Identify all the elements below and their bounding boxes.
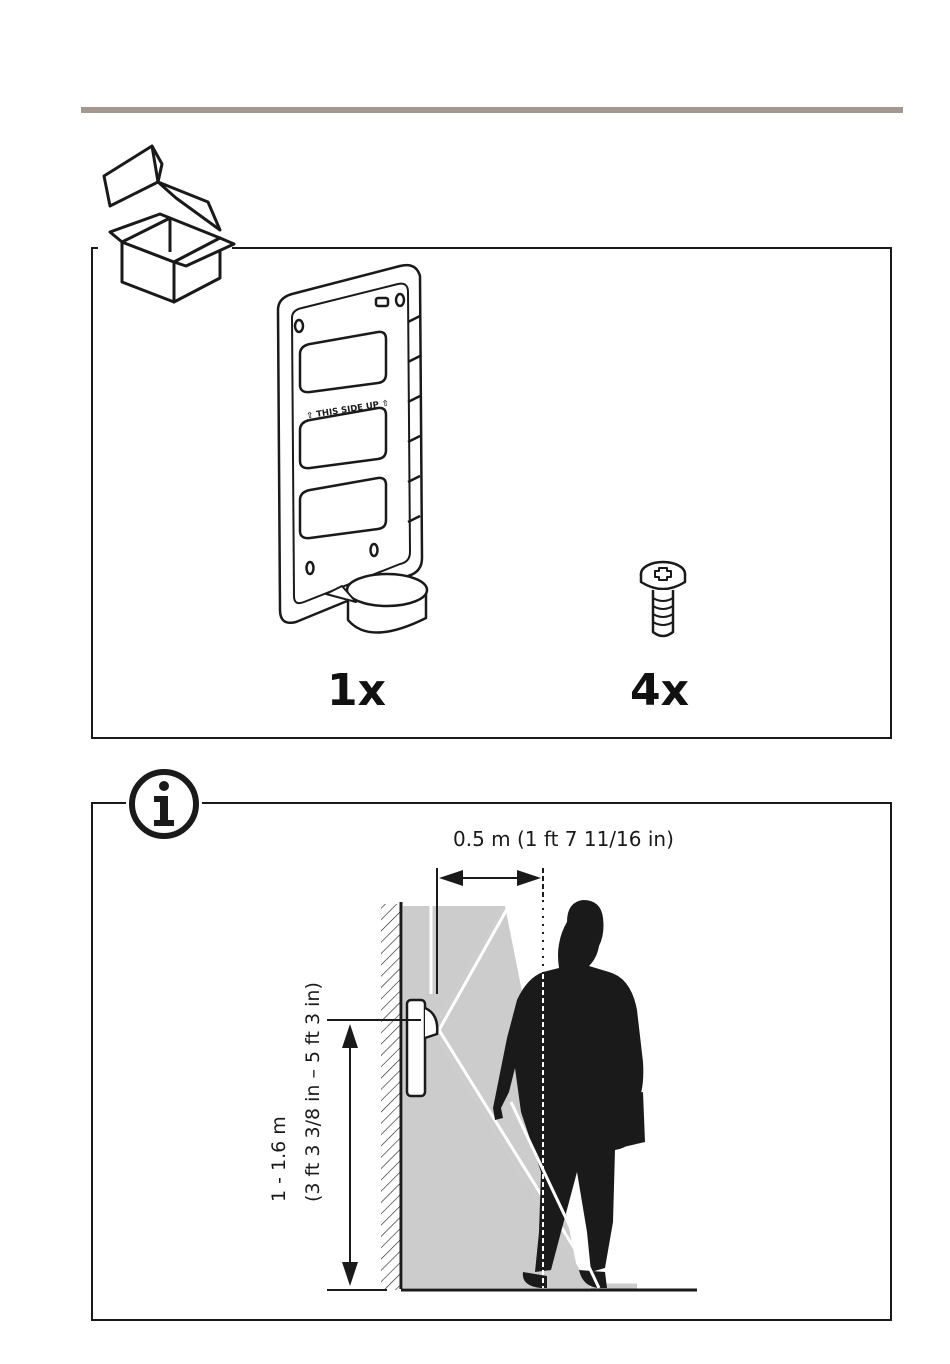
distance-label: 0.5 m (1 ft 7 11/16 in)	[453, 827, 674, 851]
bracket-quantity: 1x	[327, 669, 386, 713]
intercom-device	[407, 1000, 425, 1096]
box-contents-panel: 1x 4x	[91, 247, 892, 739]
header-rule	[81, 107, 903, 113]
screw-illustration	[636, 560, 690, 642]
open-box-icon	[96, 142, 236, 310]
mounting-height-diagram: 0.5 m (1 ft 7 11/16 in) 1 - 1.6 m (3 ft …	[91, 802, 892, 1321]
height-label-imperial: (3 ft 3 3/8 in – 5 ft 3 in)	[302, 982, 324, 1202]
mounting-bracket-illustration: ⇧ THIS SIDE UP ⇧	[270, 262, 436, 654]
height-label-metric: 1 - 1.6 m	[268, 1116, 290, 1202]
wall-hatching	[381, 904, 401, 1290]
screw-quantity: 4x	[630, 669, 689, 713]
